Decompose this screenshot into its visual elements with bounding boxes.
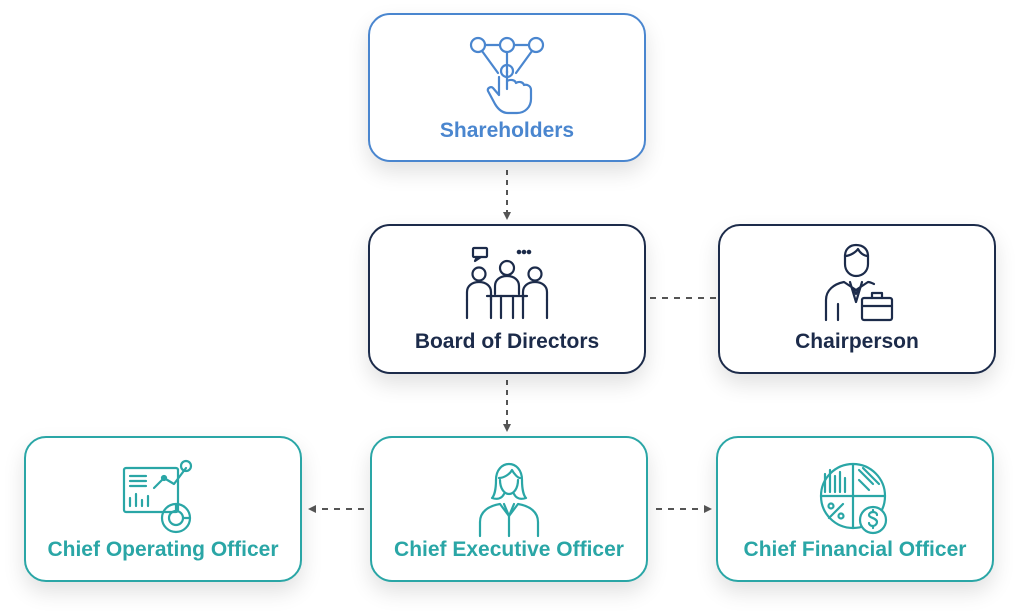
finance-pie-chart-icon (819, 462, 888, 535)
node-board-of-directors[interactable]: Board of Directors (368, 224, 646, 374)
node-chairperson[interactable]: Chairperson (718, 224, 996, 374)
businesswoman-icon (478, 462, 540, 538)
node-shareholders[interactable]: Shareholders (368, 13, 646, 162)
node-chief-executive-officer-label: Chief Executive Officer (394, 538, 624, 561)
node-chief-financial-officer[interactable]: Chief Financial Officer (716, 436, 994, 582)
businessman-briefcase-icon (824, 243, 894, 322)
meeting-table-icon (465, 246, 549, 320)
node-board-of-directors-label: Board of Directors (414, 330, 600, 353)
node-shareholders-label: Shareholders (439, 119, 575, 142)
touch-network-icon (469, 36, 545, 115)
node-chief-executive-officer[interactable]: Chief Executive Officer (370, 436, 648, 582)
node-chief-operating-officer[interactable]: Chief Operating Officer (24, 436, 302, 582)
node-chief-operating-officer-label: Chief Operating Officer (47, 538, 279, 561)
node-chairperson-label: Chairperson (795, 330, 919, 353)
node-chief-financial-officer-label: Chief Financial Officer (743, 538, 967, 561)
analytics-dashboard-icon (122, 459, 193, 534)
